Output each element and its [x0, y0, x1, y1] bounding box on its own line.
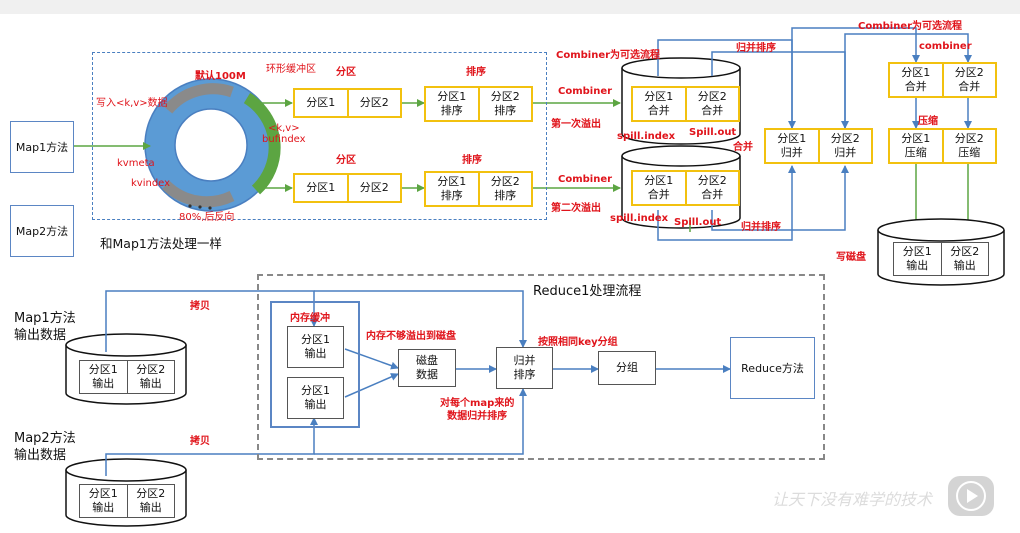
spill-out-label-1: Spill.out: [689, 127, 737, 138]
partition-label-top: 分区: [336, 67, 356, 78]
partition-2-compress-cell: 分区2 压缩: [941, 130, 996, 162]
sort-label-bottom: 排序: [462, 155, 482, 166]
combiner-optional-label-1: Combiner为可选流程: [556, 50, 661, 61]
partition-1-output-cell: 分区1 输出: [88, 487, 118, 514]
partition-box-bottom: 分区1 分区2: [293, 173, 402, 203]
mem-partition-1-output-box-2: 分区1 输出: [287, 377, 344, 419]
partition-box-top: 分区1 分区2: [293, 88, 402, 118]
compress-box: 分区1 压缩 分区2 压缩: [888, 128, 997, 164]
partition-label-bottom: 分区: [336, 155, 356, 166]
partition-1-cell: 分区1: [306, 181, 336, 194]
partition-1-merge-cell: 分区1 合并: [644, 174, 674, 201]
partition-2-output-cell: 分区2 输出: [126, 361, 175, 393]
sort-box-bottom: 分区1 排序 分区2 排序: [424, 171, 533, 207]
kv-bufindex-label: <k,v> bufindex: [262, 123, 306, 145]
disk-data-box: 磁盘 数据: [398, 349, 456, 387]
group-box: 分组: [598, 351, 656, 385]
partition-1-merge-cell: 分区1 合并: [644, 90, 674, 117]
combiner-label-2: Combiner: [558, 174, 613, 185]
sort-box-top: 分区1 排序 分区2 排序: [424, 86, 533, 122]
partition-2-cell: 分区2: [346, 90, 401, 116]
merge-sort-box: 分区1 归并 分区2 归并: [764, 128, 873, 164]
map1-output-title: Map1方法 输出数据: [14, 311, 76, 343]
memory-buffer-label: 内存缓冲: [290, 313, 330, 324]
combiner-label-1: Combiner: [558, 86, 613, 97]
partition-2-cell: 分区2: [346, 175, 401, 201]
partition-1-output-cell: 分区1 输出: [902, 245, 932, 272]
compress-label: 压缩: [918, 116, 938, 127]
spill2-merge-box: 分区1 合并 分区2 合并: [631, 170, 740, 206]
write-kv-label: 写入<k,v>数据: [96, 98, 168, 109]
reduce-flow-title: Reduce1处理流程: [533, 284, 642, 299]
kvindex-label: kvindex: [131, 178, 171, 189]
ring-buffer-shape: [144, 78, 281, 212]
partition-1-compress-cell: 分区1 压缩: [901, 132, 931, 159]
spill-index-label-2: spill.index: [610, 213, 669, 224]
map1-method-box: Map1方法: [10, 121, 74, 173]
map2-method-box: Map2方法: [10, 205, 74, 257]
default-100m-label: 默认100M: [195, 71, 246, 82]
spill-out-label-2: Spill.out: [674, 217, 722, 228]
memory-buffer-frame: [270, 301, 360, 428]
partition-2-output-cell: 分区2 输出: [126, 485, 175, 517]
partition-2-merge-cell: 分区2 合并: [941, 64, 996, 96]
merge-sort-label-2: 归并排序: [741, 222, 781, 233]
per-map-merge-label: 对每个map来的 数据归并排序: [440, 398, 515, 422]
partition-2-merge-cell: 分区2 合并: [684, 88, 739, 120]
partition-1-cell: 分区1: [306, 96, 336, 109]
group-by-key-label: 按照相同key分组: [538, 337, 618, 348]
same-as-map1-label: 和Map1方法处理一样: [100, 236, 222, 251]
map-task-frame: [92, 52, 547, 220]
map2-output-box: 分区1 输出 分区2 输出: [79, 484, 175, 518]
partition-1-merge-cell: 分区1 合并: [901, 66, 931, 93]
mem-partition-1-output-box: 分区1 输出: [287, 326, 344, 368]
final-output-box: 分区1 输出 分区2 输出: [893, 242, 989, 276]
partition-1-sort-cell: 分区1 排序: [437, 90, 467, 117]
combiner-merge-box: 分区1 合并 分区2 合并: [888, 62, 997, 98]
write-disk-label: 写磁盘: [836, 252, 866, 263]
first-spill-label: 第一次溢出: [551, 119, 601, 130]
combiner-optional-label-2: Combiner为可选流程: [858, 21, 963, 32]
watermark: 让天下没有难学的技术: [772, 490, 933, 509]
partition-1-sort-cell: 分区1 排序: [437, 175, 467, 202]
partition-1-output-cell: 分区1 输出: [88, 363, 118, 390]
sort-label-top: 排序: [466, 67, 486, 78]
copy-label-1: 拷贝: [190, 301, 210, 312]
partition-2-output-cell: 分区2 输出: [940, 243, 989, 275]
memory-overflow-label: 内存不够溢出到磁盘: [366, 331, 456, 342]
top-bar: [0, 0, 1020, 14]
kvmeta-label: kvmeta: [117, 158, 155, 169]
merge-sort-label-1: 归并排序: [736, 43, 776, 54]
combiner-label-3: combiner: [919, 41, 972, 52]
reduce-flow-frame: [257, 274, 825, 460]
spill-index-label-1: spill.index: [617, 131, 676, 142]
copy-label-2: 拷贝: [190, 436, 210, 447]
partition-2-sort-cell: 分区2 排序: [477, 88, 532, 120]
partition-2-sort-cell: 分区2 排序: [477, 173, 532, 205]
percent80-label: 80%,后反向: [179, 212, 235, 223]
partition-1-mergesort-cell: 分区1 归并: [777, 132, 807, 159]
spill1-merge-box: 分区1 合并 分区2 合并: [631, 86, 740, 122]
map1-output-box: 分区1 输出 分区2 输出: [79, 360, 175, 394]
map2-output-title: Map2方法 输出数据: [14, 431, 76, 463]
merge-label: 合并: [733, 142, 753, 153]
merge-sort-reduce-box: 归并 排序: [496, 347, 553, 389]
play-icon: [956, 481, 986, 511]
second-spill-label: 第二次溢出: [551, 203, 601, 214]
reduce-method-box: Reduce方法: [730, 337, 815, 399]
partition-2-merge-cell: 分区2 合并: [684, 172, 739, 204]
ring-buffer-label: 环形缓冲区: [266, 64, 316, 75]
play-button[interactable]: [948, 476, 994, 516]
partition-2-mergesort-cell: 分区2 归并: [817, 130, 872, 162]
